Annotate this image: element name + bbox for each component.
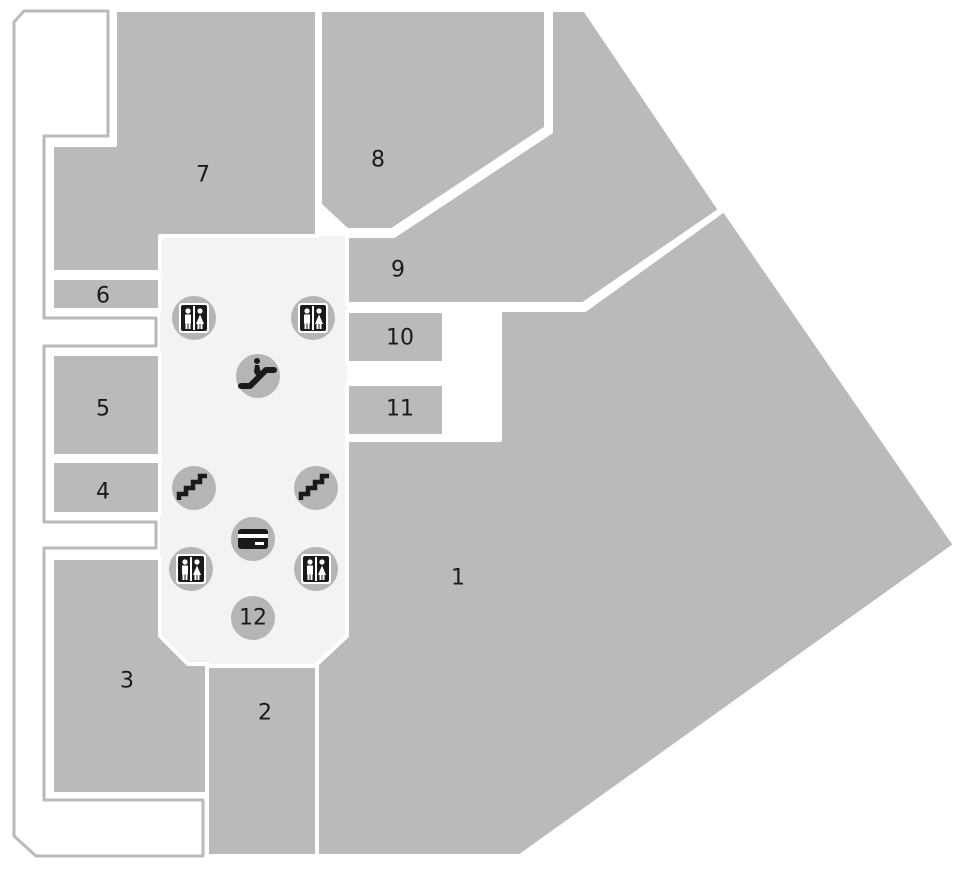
atm-card-icon[interactable]	[231, 517, 275, 561]
escalator-icon[interactable]	[236, 354, 280, 398]
toilet-icon[interactable]	[172, 296, 216, 340]
unit-11-shape[interactable]	[345, 382, 446, 438]
unit-7-shape[interactable]	[50, 8, 319, 274]
unit-9-label: 9	[391, 258, 405, 283]
unit-2-label: 2	[258, 701, 272, 726]
unit-12-label: 12	[239, 606, 267, 631]
unit-8-label: 8	[371, 148, 385, 173]
unit-6-label: 6	[96, 284, 110, 309]
stairs-icon[interactable]	[294, 466, 338, 510]
outer-corridor	[12, 9, 205, 858]
unit-5-shape[interactable]	[50, 352, 162, 458]
unit-3-label: 3	[120, 669, 134, 694]
unit-4-label: 4	[96, 480, 110, 505]
toilet-icon[interactable]	[169, 547, 213, 591]
unit-1-shape[interactable]	[315, 208, 957, 858]
toilet-icon[interactable]	[291, 296, 335, 340]
unit-5-label: 5	[96, 397, 110, 422]
unit-8-shape[interactable]	[318, 8, 548, 232]
unit-10-shape[interactable]	[345, 309, 446, 365]
stairs-icon[interactable]	[172, 466, 216, 510]
unit-12-badge[interactable]: 12	[231, 596, 275, 640]
unit-7-label: 7	[196, 163, 210, 188]
unit-4-shape[interactable]	[50, 459, 162, 516]
unit-2-shape[interactable]	[205, 664, 319, 858]
unit-9-shape[interactable]	[345, 8, 722, 306]
unit-10-label: 10	[386, 326, 414, 351]
unit-1-label: 1	[451, 566, 465, 591]
unit-6-shape[interactable]	[50, 276, 162, 312]
unit-3-shape[interactable]	[50, 556, 209, 796]
toilet-icon[interactable]	[294, 547, 338, 591]
unit-11-label: 11	[386, 397, 414, 422]
